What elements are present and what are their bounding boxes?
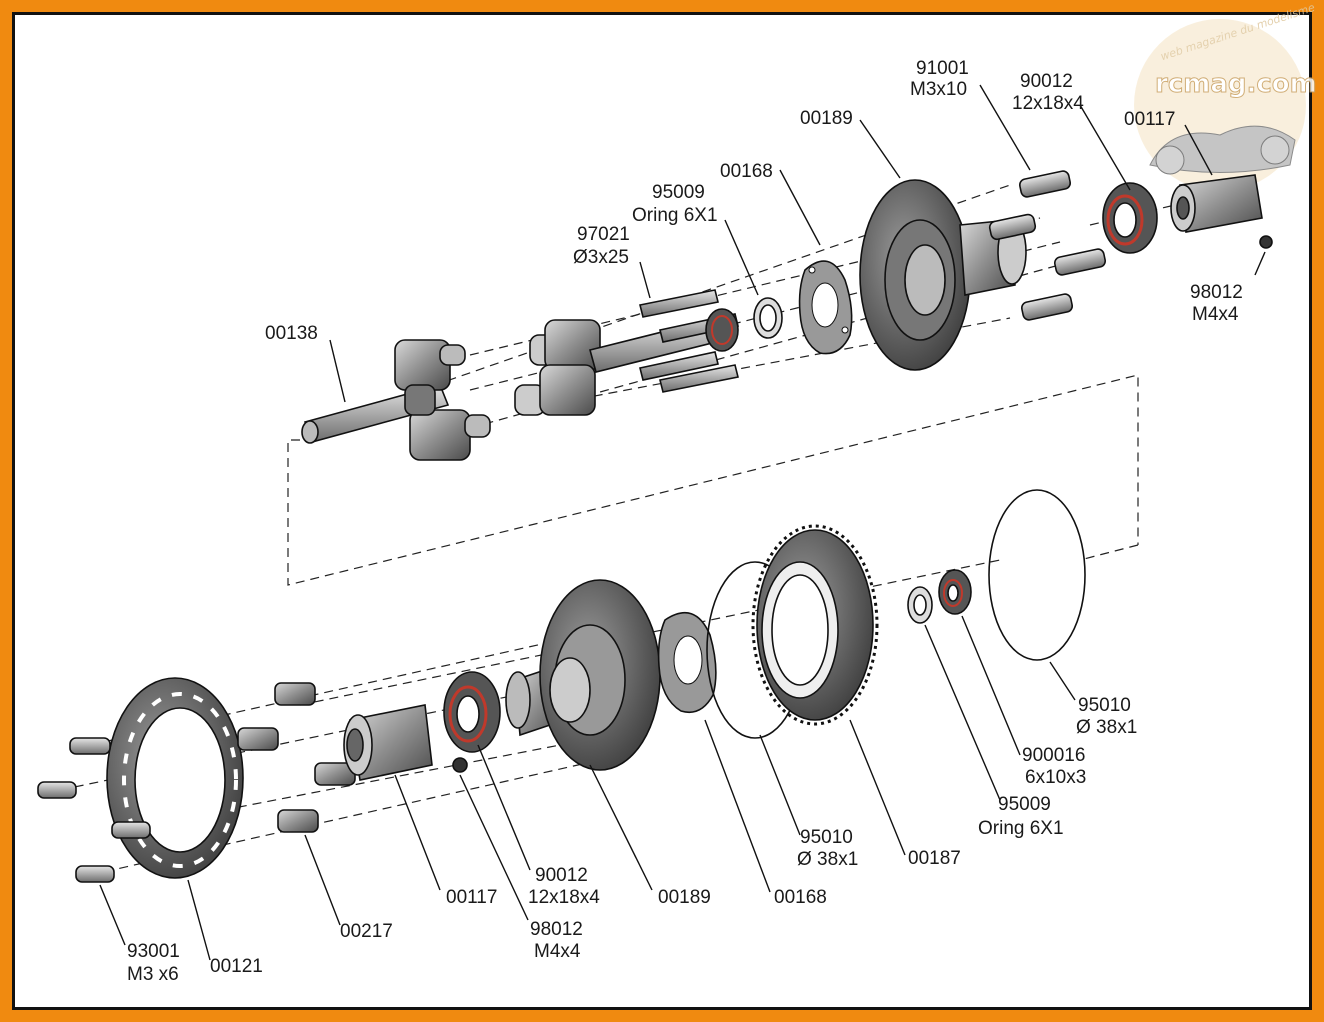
- gasket-00168-top: [798, 260, 853, 355]
- coupler-00117-bottom: [343, 704, 433, 781]
- svg-text:97021: 97021: [577, 224, 630, 245]
- oring-95009-bottom: [907, 586, 933, 624]
- leader-lines: [99, 84, 1266, 961]
- label-90012-bottom-size: 12x18x4: [528, 887, 600, 908]
- label-900016-number: 900016: [1022, 745, 1085, 766]
- svg-text:00189: 00189: [800, 108, 853, 129]
- screws-91001: [988, 170, 1107, 321]
- label-90012-top-number: 90012: [1020, 71, 1073, 92]
- label-93001-number: 93001: [127, 941, 180, 962]
- svg-text:91001: 91001: [916, 58, 969, 79]
- label-00189-top: 00189: [800, 108, 853, 129]
- svg-text:Ø 38x1: Ø 38x1: [1076, 717, 1137, 738]
- housing-00189-bottom: [505, 579, 661, 771]
- label-00168-bottom: 00168: [774, 887, 827, 908]
- label-95010a-size: Ø 38x1: [1076, 717, 1137, 738]
- svg-text:6x10x3: 6x10x3: [1025, 767, 1086, 788]
- svg-text:M4x4: M4x4: [534, 941, 581, 962]
- svg-text:00138: 00138: [265, 323, 318, 344]
- label-90012-bottom-number: 90012: [535, 865, 588, 886]
- label-95010a-number: 95010: [1078, 695, 1131, 716]
- ring-gear-00187: [751, 524, 879, 726]
- label-93001-size: M3 x6: [127, 964, 179, 985]
- svg-text:M3 x6: M3 x6: [127, 964, 179, 985]
- label-95009-bottom-desc: Oring 6X1: [978, 818, 1064, 839]
- svg-text:90012: 90012: [1020, 71, 1073, 92]
- svg-text:00117: 00117: [1124, 109, 1175, 130]
- label-00189-bottom: 00189: [658, 887, 711, 908]
- svg-text:Oring 6X1: Oring 6X1: [632, 205, 718, 226]
- label-00138: 00138: [265, 323, 318, 344]
- svg-text:M3x10: M3x10: [910, 79, 967, 100]
- rcmag-logo: rcmag.com web magazine du modelisme: [1134, 1, 1317, 191]
- svg-text:M4x4: M4x4: [1192, 304, 1239, 325]
- label-00187: 00187: [908, 848, 961, 869]
- label-95010b-size: Ø 38x1: [797, 849, 858, 870]
- label-00117-top: 00117: [1124, 109, 1175, 130]
- label-98012-bottom-size: M4x4: [534, 941, 581, 962]
- label-97021-size: Ø3x25: [573, 247, 629, 268]
- svg-text:00117: 00117: [446, 887, 497, 908]
- label-90012-top-size: 12x18x4: [1012, 93, 1084, 114]
- label-00121: 00121: [210, 956, 263, 977]
- nuts-00217: [237, 682, 356, 833]
- svg-text:95009: 95009: [998, 794, 1051, 815]
- watermark-site: rcmag.com: [1155, 69, 1317, 99]
- oring-95009-top: [753, 297, 783, 339]
- bearing-90012-bottom: [443, 671, 501, 753]
- svg-text:93001: 93001: [127, 941, 180, 962]
- label-98012-top-size: M4x4: [1192, 304, 1239, 325]
- label-900016-size: 6x10x3: [1025, 767, 1086, 788]
- svg-text:00187: 00187: [908, 848, 961, 869]
- coupler-00117-top: [1170, 174, 1263, 233]
- svg-text:Ø 38x1: Ø 38x1: [797, 849, 858, 870]
- svg-text:12x18x4: 12x18x4: [1012, 93, 1084, 114]
- svg-text:Oring 6X1: Oring 6X1: [978, 818, 1064, 839]
- screws-93001: [37, 737, 151, 883]
- svg-text:00217: 00217: [340, 921, 393, 942]
- small-bearing-top: [705, 308, 739, 352]
- oring-95010-bottom-right: [988, 489, 1086, 661]
- label-95009-top-desc: Oring 6X1: [632, 205, 718, 226]
- bearing-90012-top: [1102, 182, 1158, 254]
- pinion-gears-left: [394, 339, 491, 461]
- disc-00121: [106, 677, 244, 879]
- svg-text:95010: 95010: [1078, 695, 1131, 716]
- setscrew-98012-bottom: [452, 757, 468, 773]
- label-91001-number: 91001: [916, 58, 969, 79]
- label-00117-bottom: 00117: [446, 887, 497, 908]
- label-98012-top-number: 98012: [1190, 282, 1243, 303]
- svg-text:12x18x4: 12x18x4: [528, 887, 600, 908]
- gasket-00168-bottom: [657, 611, 717, 714]
- svg-text:00168: 00168: [720, 161, 773, 182]
- svg-text:98012: 98012: [530, 919, 583, 940]
- svg-text:98012: 98012: [1190, 282, 1243, 303]
- label-95009-bottom-number: 95009: [998, 794, 1051, 815]
- svg-text:00189: 00189: [658, 887, 711, 908]
- label-97021-number: 97021: [577, 224, 630, 245]
- label-98012-bottom-number: 98012: [530, 919, 583, 940]
- svg-text:95009: 95009: [652, 182, 705, 203]
- label-00168-top: 00168: [720, 161, 773, 182]
- setscrew-98012-top: [1259, 235, 1273, 249]
- label-95010b-number: 95010: [800, 827, 853, 848]
- svg-text:Ø3x25: Ø3x25: [573, 247, 629, 268]
- svg-text:00121: 00121: [210, 956, 263, 977]
- label-95009-top-number: 95009: [652, 182, 705, 203]
- part-labels: 91001 M3x10 90012 12x18x4 00117 00189 00…: [127, 58, 1243, 985]
- label-00217: 00217: [340, 921, 393, 942]
- label-91001-size: M3x10: [910, 79, 967, 100]
- housing-00189-top: [859, 179, 1027, 371]
- svg-text:00168: 00168: [774, 887, 827, 908]
- bearing-900016: [938, 569, 972, 615]
- svg-text:90012: 90012: [535, 865, 588, 886]
- svg-text:95010: 95010: [800, 827, 853, 848]
- svg-text:900016: 900016: [1022, 745, 1085, 766]
